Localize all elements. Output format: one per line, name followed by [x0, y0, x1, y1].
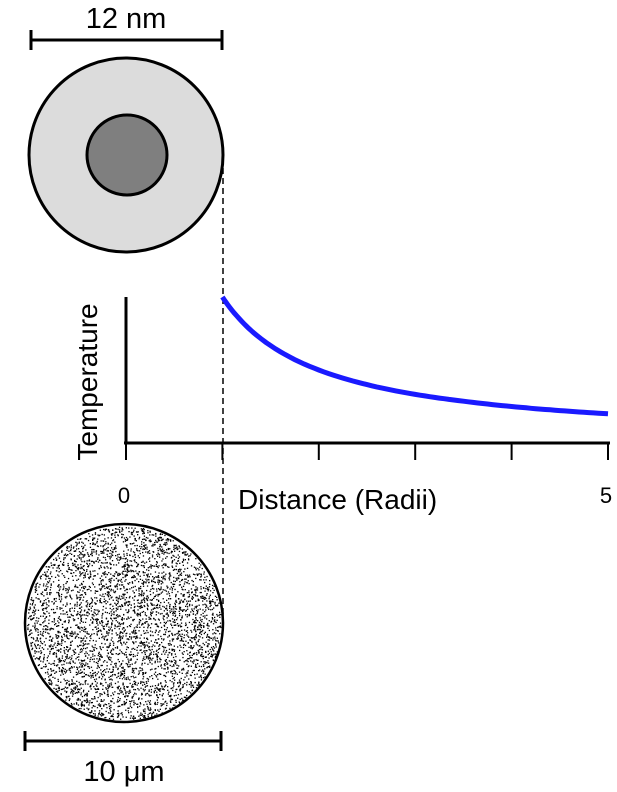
x-tick-label-5: 5 [600, 483, 612, 508]
x-tick-label-0: 0 [118, 483, 130, 508]
temperature-curve [220, 295, 609, 417]
x-axis-label: Distance (Radii) [238, 484, 437, 515]
y-axis-label: Temperature [72, 303, 103, 460]
top-scale-bar [29, 30, 224, 50]
top-scale-label: 12 nm [86, 3, 167, 35]
nanoparticle [27, 56, 225, 254]
nanoparticle-core [85, 113, 169, 197]
microparticle-stipple [27, 526, 222, 720]
bottom-scale-label: 10 μm [83, 756, 164, 788]
bottom-scale-bar [23, 731, 223, 751]
x-ticks [125, 443, 609, 460]
microparticle [23, 522, 225, 724]
chart-axes [124, 297, 610, 460]
